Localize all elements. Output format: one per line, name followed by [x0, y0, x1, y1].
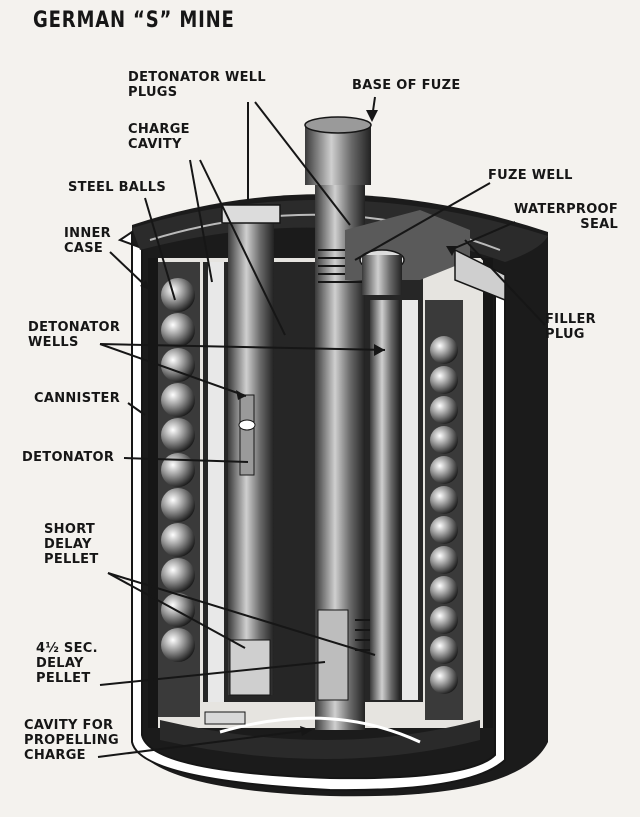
label-4-5-sec-delay-pellet: 4½ SEC. DELAY PELLET	[36, 641, 98, 686]
propelling-cavity	[160, 711, 480, 759]
label-base-of-fuze: BASE OF FUZE	[352, 78, 461, 93]
fuze-well-collar	[345, 210, 506, 302]
label-waterproof-seal: WATERPROOF SEAL	[514, 202, 619, 232]
label-detonator-well-plugs: DETONATOR WELL PLUGS	[128, 70, 266, 100]
page-title: GERMAN “S” MINE	[33, 8, 235, 33]
label-detonator-wells: DETONATOR WELLS	[28, 320, 121, 350]
label-charge-cavity: CHARGE CAVITY	[128, 122, 190, 152]
label-cavity-for-propelling-charge: CAVITY FOR PROPELLING CHARGE	[24, 718, 119, 763]
label-cannister: CANNISTER	[34, 391, 121, 406]
detonator-well-left	[221, 204, 281, 696]
label-detonator: DETONATOR	[22, 450, 115, 465]
steel-balls-left	[158, 262, 200, 717]
leader-lines	[97, 96, 546, 758]
label-steel-balls: STEEL BALLS	[68, 180, 167, 195]
label-short-delay-pellet: SHORT DELAY PELLET	[44, 522, 99, 567]
steel-balls-right	[425, 300, 463, 720]
label-fuze-well: FUZE WELL	[488, 168, 573, 183]
label-filler-plug: FILLER PLUG	[545, 312, 596, 342]
arrow-heads	[140, 110, 457, 736]
label-inner-case: INNER CASE	[64, 226, 111, 256]
